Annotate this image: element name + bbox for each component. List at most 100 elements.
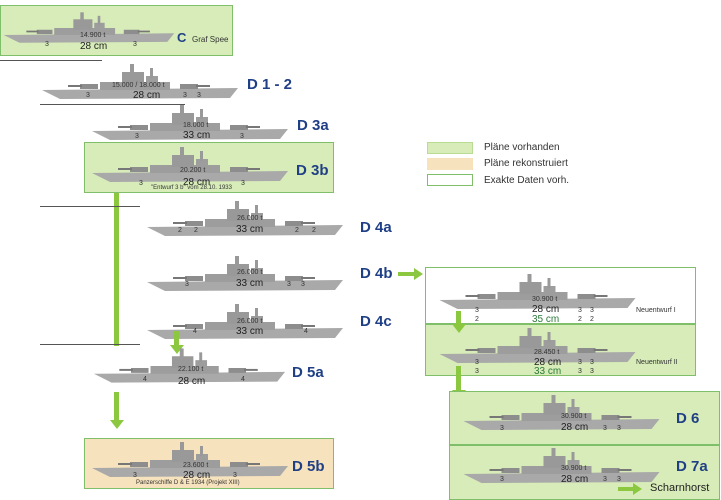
d4b-label: D 4b <box>360 265 393 282</box>
arrow-d3b-down <box>114 193 119 346</box>
d6-turret-2: 3 <box>603 425 607 432</box>
arrow-neu1-down-head <box>452 324 466 333</box>
d4b-tonnage: 26.000 t <box>237 269 263 276</box>
d3b-tonnage: 20.200 t <box>180 167 206 174</box>
d5b-turret-2: 3 <box>233 472 237 479</box>
arrow-d4c-down <box>174 331 179 346</box>
d6-turret-1: 3 <box>500 425 504 432</box>
d4c-tonnage: 26.000 t <box>237 318 263 325</box>
neu2-gun1: 28 cm <box>534 357 562 368</box>
arrow-neu2-down <box>456 366 461 390</box>
d5b-caption: Panzerschiffe D & E 1934 (Projekt XIII) <box>136 480 240 486</box>
neu2-a2: 3 <box>578 359 582 366</box>
d3a-gun: 33 cm <box>183 130 211 141</box>
neu2-b3: 3 <box>590 368 594 375</box>
d6-tonnage: 30.900 t <box>561 413 587 420</box>
d12-label: D 1 - 2 <box>247 76 293 93</box>
divider-3 <box>40 206 140 207</box>
d4a-gun: 33 cm <box>236 224 264 235</box>
neu2-a1: 3 <box>475 359 479 366</box>
d5b-label: D 5b <box>292 458 325 475</box>
d6-label: D 6 <box>676 410 700 427</box>
d4a-label: D 4a <box>360 219 392 236</box>
d4a-turret-3: 2 <box>295 227 299 234</box>
d7a-turret-3: 3 <box>617 476 621 483</box>
legend-plans-available: Pläne vorhanden <box>484 142 560 153</box>
arrow-d5a-down <box>114 392 119 420</box>
neu2-b2: 3 <box>578 368 582 375</box>
d3a-turret-1: 3 <box>135 133 139 140</box>
neu2-name: Neuentwurf II <box>636 359 678 366</box>
d6-turret-3: 3 <box>617 425 621 432</box>
graf-spee-turret-fwd: 3 <box>45 41 49 48</box>
d7a-turret-2: 3 <box>603 476 607 483</box>
d6-gun: 28 cm <box>561 422 589 433</box>
d5a-turret-1: 4 <box>143 376 147 383</box>
d5a-label: D 5a <box>292 364 324 381</box>
d12-turret-3: 3 <box>197 92 201 99</box>
d5a-tonnage: 22.100 t <box>178 366 204 373</box>
d4a-turret-4: 2 <box>312 227 316 234</box>
arrow-scharnhorst <box>618 487 634 491</box>
legend-exact-data: Exakte Daten vorh. <box>484 175 570 186</box>
d12-turret-2: 3 <box>183 92 187 99</box>
legend-swatch-outline <box>427 174 473 186</box>
d7a-label: D 7a <box>676 458 708 475</box>
neu1-b3: 2 <box>590 316 594 323</box>
d4a-tonnage: 26.000 t <box>237 215 263 222</box>
d7a-gun: 28 cm <box>561 474 589 485</box>
d5b-tonnage: 23.600 t <box>183 462 209 469</box>
graf-spee-turret-aft: 3 <box>133 41 137 48</box>
d4c-label: D 4c <box>360 313 392 330</box>
arrow-d4b-right <box>398 272 415 276</box>
legend-plans-reconstructed: Pläne rekonstruiert <box>484 158 568 169</box>
d7a-turret-1: 3 <box>500 476 504 483</box>
divider-2 <box>40 104 185 105</box>
d3b-gun: 28 cm <box>183 177 211 188</box>
d4c-turret-1: 4 <box>193 328 197 335</box>
arrow-d5a-down-head <box>110 420 124 429</box>
d5b-turret-1: 3 <box>133 472 137 479</box>
divider-4 <box>40 344 140 345</box>
neu1-gun2: 35 cm <box>532 314 560 325</box>
graf-spee-letter: C <box>177 30 187 45</box>
neu1-a1: 3 <box>475 307 479 314</box>
graf-spee-gun: 28 cm <box>80 41 108 52</box>
graf-spee-name: Graf Spee <box>192 35 229 44</box>
neu1-gun1: 28 cm <box>532 304 560 315</box>
d3a-tonnage: 18.000 t <box>183 122 209 129</box>
d12-tonnage: 15.000 / 18.000 t <box>112 82 165 89</box>
d3a-label: D 3a <box>297 117 329 134</box>
arrow-d4b-right-head <box>414 268 423 280</box>
d3a-turret-2: 3 <box>240 133 244 140</box>
d3b-turret-2: 3 <box>241 180 245 187</box>
neu1-name: Neuentwurf I <box>636 307 676 314</box>
d4c-gun: 33 cm <box>236 326 264 337</box>
arrow-d4c-down-head <box>170 345 184 354</box>
d4b-turret-3: 3 <box>301 281 305 288</box>
neu1-tonnage: 30.900 t <box>532 296 558 303</box>
d7a-tonnage: 30.900 t <box>561 465 587 472</box>
legend-swatch-green <box>427 142 473 154</box>
neu1-a2: 3 <box>578 307 582 314</box>
graf-spee-tonnage: 14.900 t <box>80 32 106 39</box>
d5a-gun: 28 cm <box>178 376 206 387</box>
neu2-tonnage: 28.450 t <box>534 349 560 356</box>
neu1-a3: 3 <box>590 307 594 314</box>
d5a-turret-2: 4 <box>241 376 245 383</box>
divider-1 <box>0 60 102 61</box>
neu2-b1: 3 <box>475 368 479 375</box>
neu1-b2: 2 <box>578 316 582 323</box>
d4c-turret-2: 4 <box>304 328 308 335</box>
arrow-neu1-down <box>456 311 461 325</box>
scharnhorst-label: Scharnhorst <box>650 482 710 494</box>
d12-gun: 28 cm <box>133 90 161 101</box>
d12-turret-1: 3 <box>86 92 90 99</box>
arrow-scharnhorst-head <box>633 483 642 495</box>
d3b-label: D 3b <box>296 162 329 179</box>
neu2-gun2: 33 cm <box>534 366 562 377</box>
d5b-gun: 28 cm <box>183 470 211 481</box>
d4a-turret-1: 2 <box>178 227 182 234</box>
neu1-b1: 2 <box>475 316 479 323</box>
d4b-turret-1: 3 <box>185 281 189 288</box>
